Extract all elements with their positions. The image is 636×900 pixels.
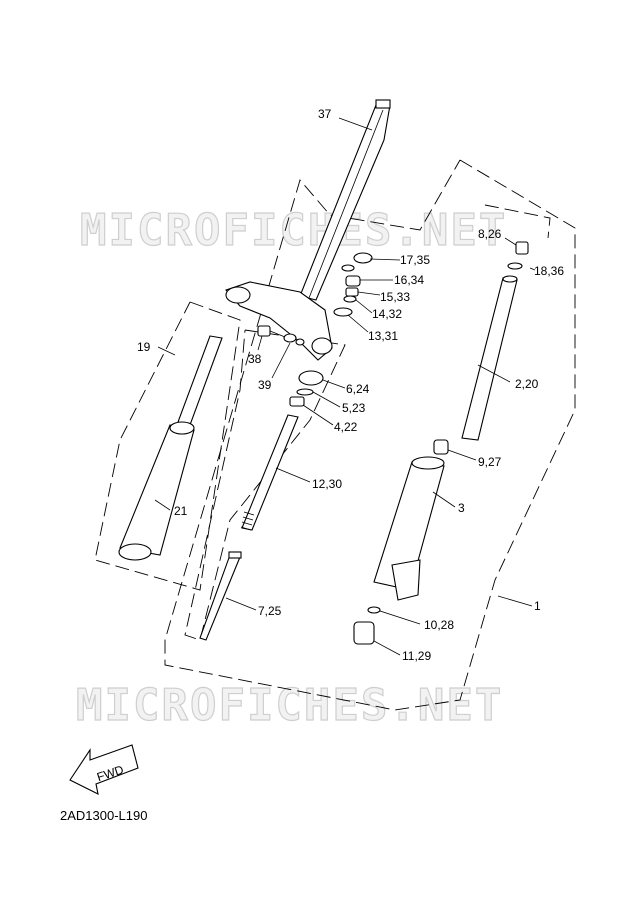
callout-9-27: 9,27 [478,455,502,469]
right-outer-tube-part [373,456,445,601]
callout-21: 21 [174,504,188,518]
callout-12-30: 12,30 [312,477,342,491]
callout-15-33: 15,33 [380,290,410,304]
callout-10-28: 10,28 [424,618,454,632]
callout-2-20: 2,20 [515,377,539,391]
fork-spring-part [240,414,299,531]
callout-14-32: 14,32 [372,307,402,321]
callout-4-22: 4,22 [334,420,358,434]
damper-rod-part [199,551,242,641]
callout-19: 19 [137,340,151,354]
triple-clamp-part [225,281,333,361]
fwd-arrow-icon: FWD [69,744,139,795]
steering-bearing-parts [333,252,373,317]
group-outlines [94,159,576,711]
callout-38: 38 [248,352,262,366]
clamp-bolt-part [257,325,305,346]
leader-lines [154,117,536,656]
callout-6-24: 6,24 [346,382,370,396]
diagram-code: 2AD1300-L190 [60,808,148,823]
callout-37: 37 [318,107,332,121]
callout-5-23: 5,23 [342,401,366,415]
watermark-top: MICROFICHES.NET [80,205,507,256]
bottom-bolt-parts [353,606,381,645]
callout-16-34: 16,34 [394,273,424,287]
callout-8-26: 8,26 [478,227,502,241]
callout-18-36: 18,36 [534,264,564,278]
callout-1: 1 [534,599,541,613]
right-inner-tube-part [433,241,529,455]
callout-17-35: 17,35 [400,253,430,267]
callout-7-25: 7,25 [258,604,282,618]
steering-stem-part [299,99,391,301]
left-fork-assembly [118,335,223,561]
callout-labels: 37 8,26 17,35 16,34 18,36 15,33 14,32 13… [137,107,564,663]
callout-3: 3 [458,501,465,515]
fork-seal-parts [289,370,324,407]
callout-11-29: 11,29 [402,649,431,663]
callout-39: 39 [258,378,272,392]
callout-13-31: 13,31 [368,329,398,343]
watermark-bottom: MICROFICHES.NET [76,680,503,731]
